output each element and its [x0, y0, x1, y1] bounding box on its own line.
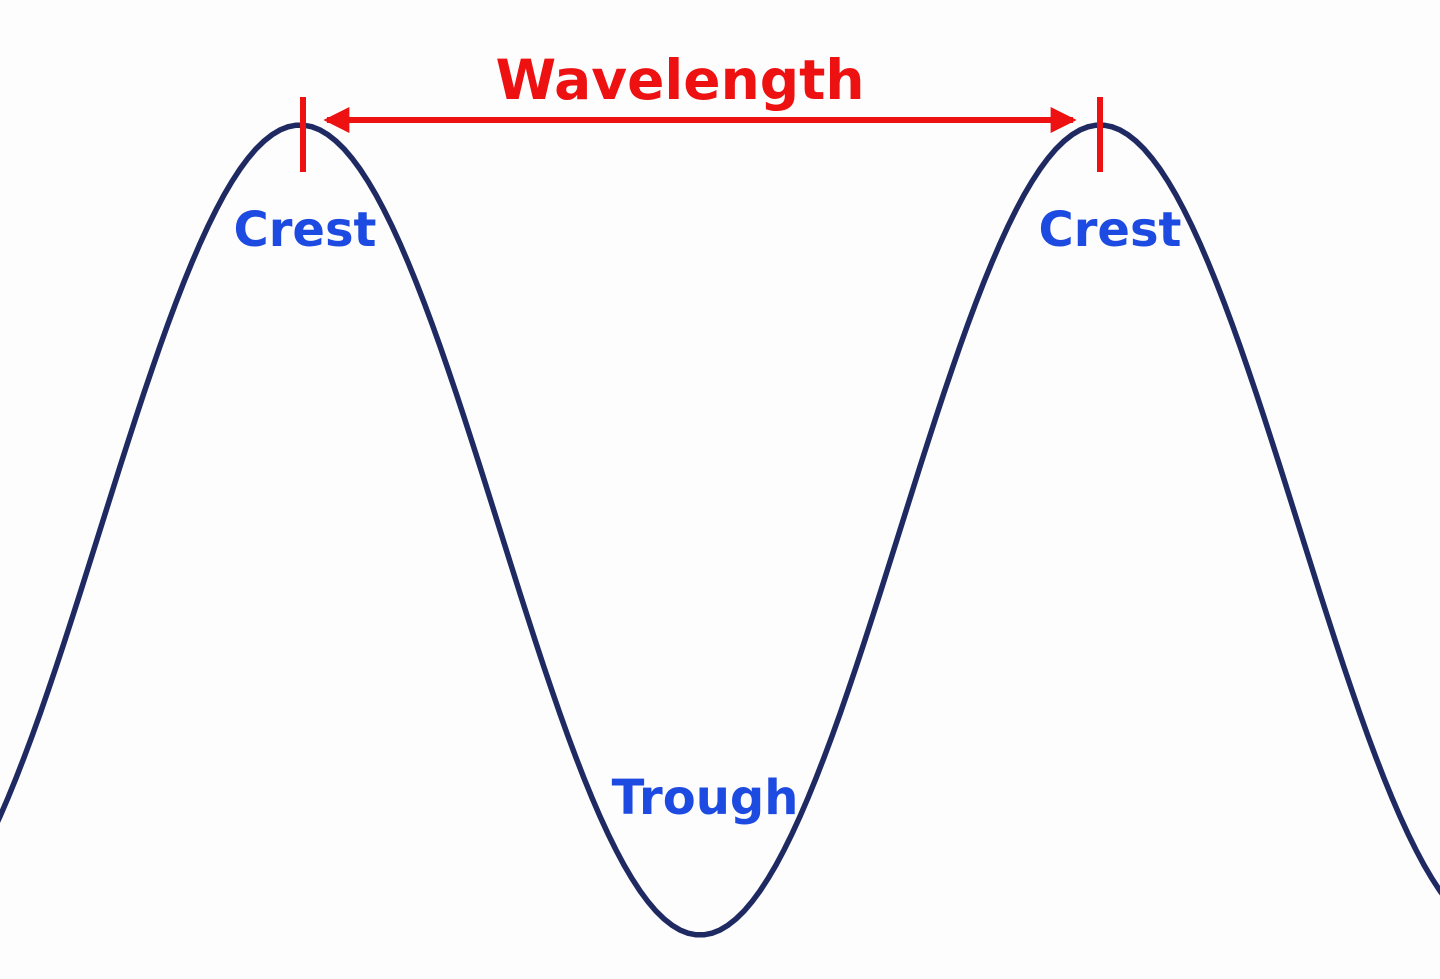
- wave-curve: [0, 122, 1440, 938]
- wavelength-label: Wavelength: [495, 48, 865, 112]
- crest-label-left: Crest: [233, 202, 377, 258]
- trough-label: Trough: [611, 770, 799, 826]
- crest-label-right: Crest: [1038, 202, 1182, 258]
